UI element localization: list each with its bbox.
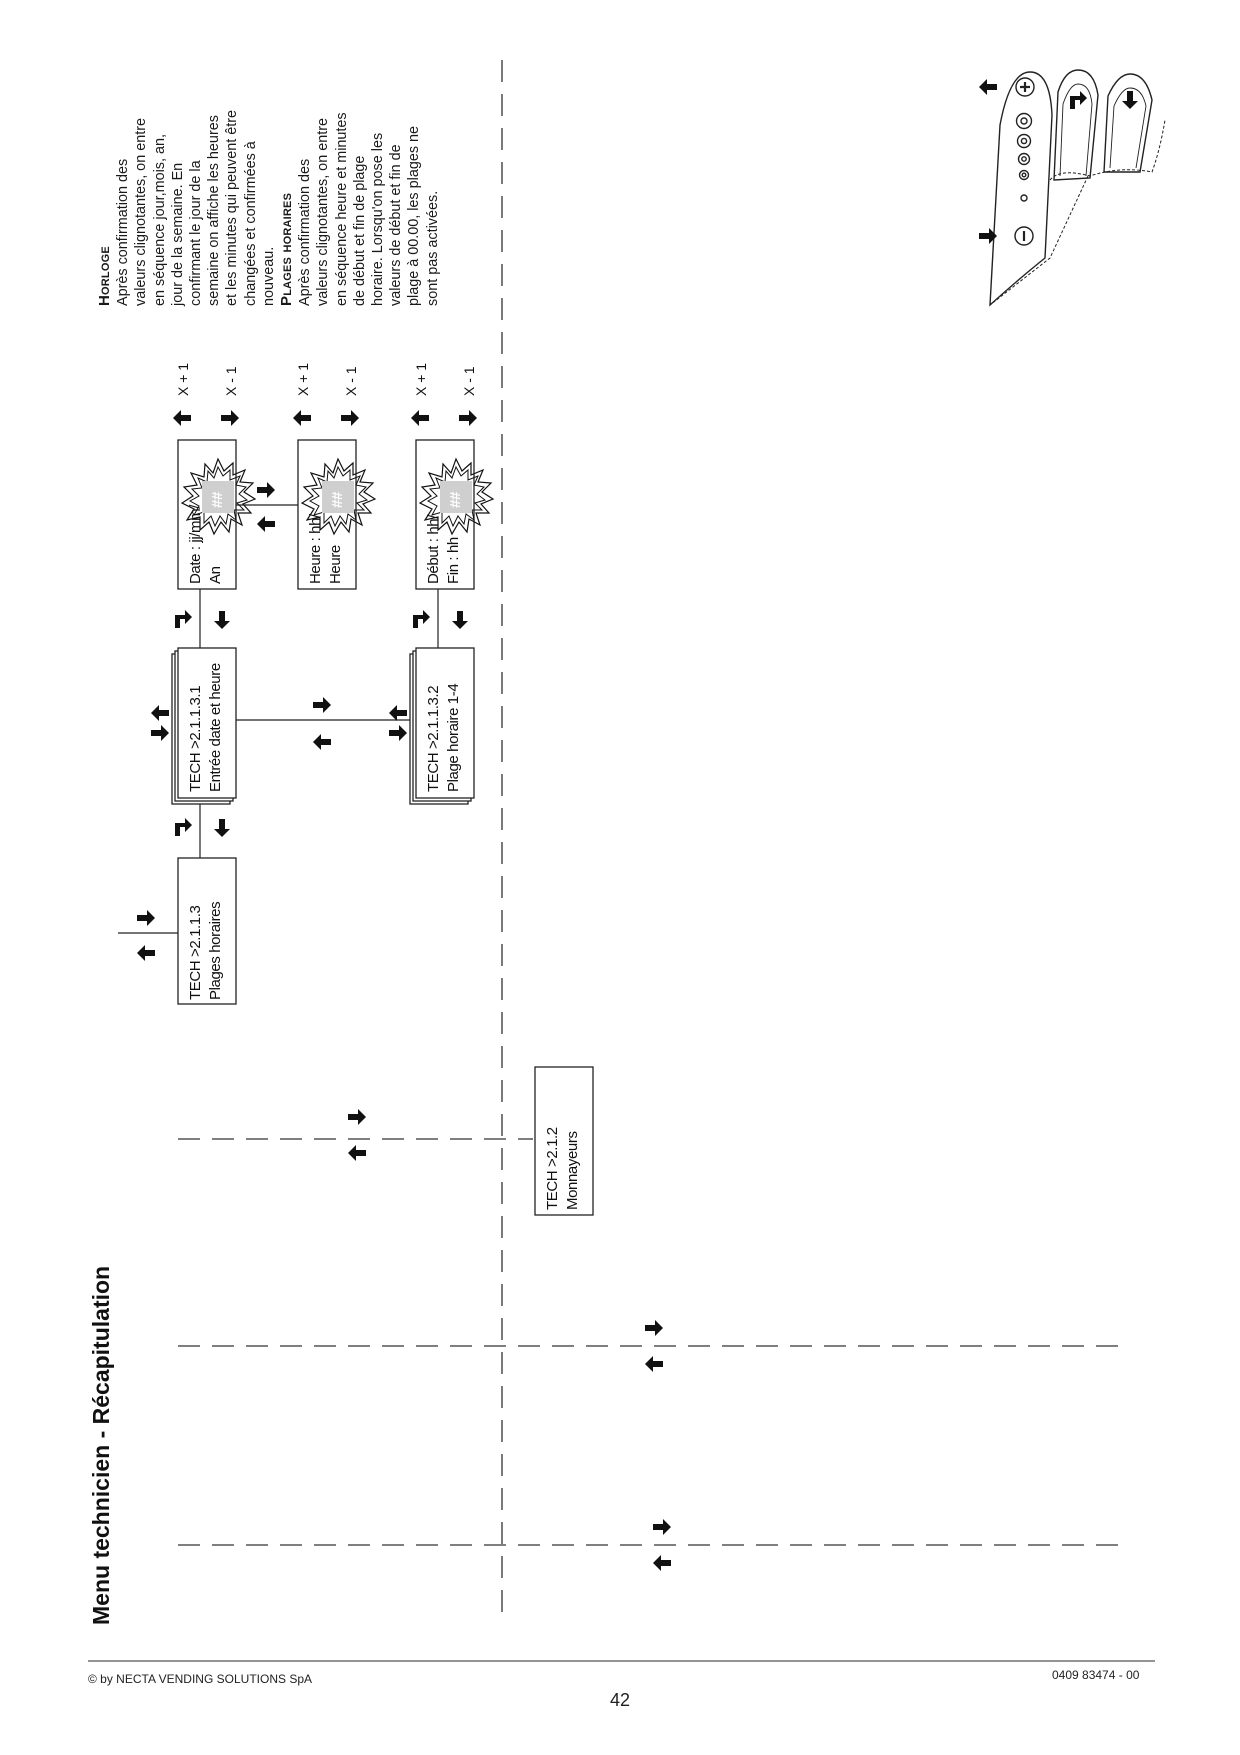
- box-label: Plage horaire 1-4: [445, 683, 462, 792]
- arrow-left-icon: [173, 410, 191, 426]
- blink-value: ##: [329, 492, 346, 508]
- notes-panel: Horloge Après confirmation des valeurs c…: [96, 110, 442, 306]
- plages-heading: Plages horaires: [278, 192, 296, 306]
- note-line: en séquence heure et minutes: [333, 112, 350, 306]
- note-line: confirmant le jour de la: [188, 160, 205, 306]
- box-date: [177, 439, 237, 590]
- box-plage-horaire: [415, 647, 475, 799]
- arrow-left-icon: [348, 1145, 366, 1161]
- page-number: 42: [610, 1690, 631, 1710]
- decrement-label: X - 1: [223, 366, 239, 396]
- box-monnayeurs-text: TECH >2.1.2 Monnayeurs: [543, 1127, 583, 1210]
- arrow-right-icon: [341, 410, 359, 426]
- box-line: An: [207, 566, 224, 584]
- arrow-right-icon: [137, 910, 155, 926]
- box-code: TECH >2.1.2: [544, 1127, 561, 1210]
- note-line: Après confirmation des: [115, 158, 132, 306]
- box-line: Date : jj/mm/: [187, 505, 204, 584]
- increment-label: X + 1: [175, 362, 191, 396]
- box-label: Plages horaires: [207, 901, 224, 1000]
- arrow-right-icon: [645, 1320, 663, 1336]
- box-label: Monnayeurs: [564, 1131, 581, 1210]
- arrow-right-icon: [389, 725, 407, 741]
- note-line: semaine on affiche les heures: [206, 115, 223, 306]
- page-title: Menu technicien - Récapitulation: [88, 1265, 114, 1625]
- arrow-left-icon: [313, 734, 331, 750]
- arrow-left-icon: [389, 705, 407, 721]
- arrow-down-icon: [214, 611, 230, 629]
- box-code: TECH >2.1.1.3: [187, 905, 204, 1000]
- arrow-right-icon: [151, 725, 169, 741]
- arrow-left-icon: [151, 705, 169, 721]
- note-line: nouveau.: [260, 246, 277, 306]
- arrow-right-icon: [221, 410, 239, 426]
- increment-label: X + 1: [295, 362, 311, 396]
- note-line: horaire. Lorsqu'on pose les: [370, 132, 387, 306]
- arrow-down-icon: [452, 611, 468, 629]
- arrow-left-icon: [653, 1555, 671, 1571]
- arrow-right-icon: [257, 482, 275, 498]
- arrow-left-icon: [645, 1356, 663, 1372]
- note-line: valeurs de début et fin de: [388, 144, 405, 306]
- arrow-left-icon: [979, 79, 997, 95]
- note-line: en séquence jour,mois, an,: [151, 134, 168, 306]
- note-line: valeurs clignotantes, on entre: [315, 118, 332, 306]
- box-date-text: Date : jj/mm/ An: [186, 505, 226, 584]
- box-plages-text: TECH >2.1.1.3 Plages horaires: [186, 902, 226, 1000]
- footer-copyright: © by NECTA VENDING SOLUTIONS SpA: [88, 1672, 313, 1686]
- box-plage14-text: TECH >2.1.1.3.2 Plage horaire 1-4: [424, 684, 464, 792]
- box-code: TECH >2.1.1.3.2: [425, 685, 442, 792]
- blink-value: ##: [209, 492, 226, 508]
- note-line: plage à 00.00, les plages ne: [406, 125, 423, 306]
- enter-icon: [175, 610, 192, 628]
- enter-icon: [413, 610, 430, 628]
- arrow-right-icon: [653, 1519, 671, 1535]
- box-label: Entrée date et heure: [207, 663, 224, 792]
- blink-value: ##: [447, 492, 464, 508]
- note-line: et les minutes qui peuvent être: [224, 110, 241, 306]
- box-entree-text: TECH >2.1.1.3.1 Entrée date et heure: [186, 663, 226, 792]
- arrow-right-icon: [459, 410, 477, 426]
- box-debut-text: Début : hh/ Fin : hh: [424, 515, 464, 584]
- arrow-left-icon: [137, 945, 155, 961]
- box-line: Heure : hh/: [307, 514, 324, 584]
- decrement-label: X - 1: [343, 366, 359, 396]
- box-entree-date-heure: [177, 647, 237, 799]
- note-line: valeurs clignotantes, on entre: [133, 118, 150, 306]
- box-line: Début : hh/: [425, 515, 442, 584]
- box-plages-horaires: [177, 857, 237, 1005]
- arrow-right-icon: [348, 1109, 366, 1125]
- footer-doc-ref: 0409 83474 - 00: [1052, 1668, 1140, 1682]
- arrow-left-icon: [293, 410, 311, 426]
- box-code: TECH >2.1.1.3.1: [187, 685, 204, 792]
- note-line: Après confirmation des: [297, 158, 314, 306]
- box-line: Heure: [327, 545, 344, 584]
- arrow-left-icon: [411, 410, 429, 426]
- note-line: de début et fin de plage: [351, 155, 368, 306]
- box-debut-fin: [415, 439, 475, 590]
- box-monnayeurs: [534, 1066, 594, 1216]
- note-line: changées et confirmées à: [242, 141, 259, 306]
- arrow-left-icon: [257, 516, 275, 532]
- arrow-right-icon: [313, 697, 331, 713]
- horloge-heading: Horloge: [96, 246, 113, 306]
- note-line: jour de la semaine. En: [169, 162, 186, 306]
- box-line: Fin : hh: [445, 537, 462, 584]
- keypad-icon: [989, 69, 1166, 307]
- note-line: sont pas activées.: [424, 190, 441, 306]
- increment-label: X + 1: [413, 362, 429, 396]
- box-heure-text: Heure : hh/ Heure: [306, 514, 346, 584]
- enter-icon: [175, 818, 192, 836]
- box-heure: [297, 439, 357, 590]
- arrow-down-icon: [214, 819, 230, 837]
- decrement-label: X - 1: [461, 366, 477, 396]
